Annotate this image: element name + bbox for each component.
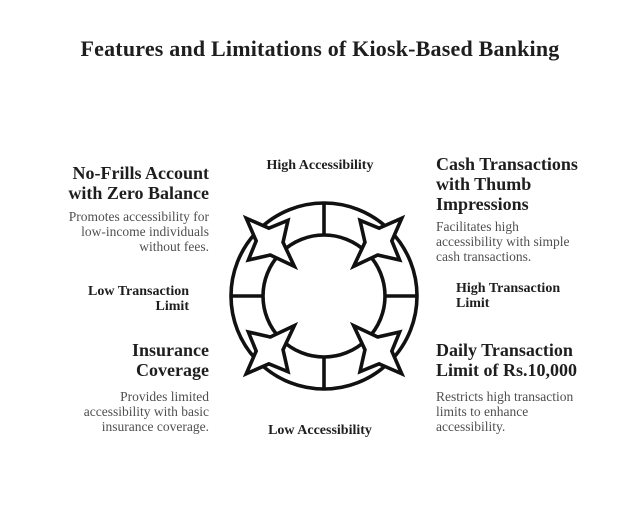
heading-line: Limit of Rs.10,000: [436, 360, 577, 380]
description-line: accessibility with basic: [83, 404, 209, 419]
feature-cash-transactions-heading: Cash Transactions with Thumb Impressions: [436, 154, 640, 214]
page-title: Features and Limitations of Kiosk-Based …: [80, 36, 560, 61]
description-line: cash transactions.: [436, 249, 532, 264]
cycle-diagram-group: [224, 196, 424, 396]
heading-line: Coverage: [136, 360, 209, 380]
axis-label-line: Low Transaction: [88, 284, 189, 299]
feature-no-frills-description: Promotes accessibility for low-income in…: [0, 209, 209, 254]
cycle-diagram: [224, 196, 424, 396]
description-line: limits to enhance: [436, 404, 529, 419]
description-line: Promotes accessibility for: [68, 209, 209, 224]
description-line: Facilitates high: [436, 219, 519, 234]
heading-line: Insurance: [131, 340, 209, 360]
feature-insurance-description: Provides limited accessibility with basi…: [0, 389, 209, 434]
heading-line: with Zero Balance: [68, 183, 209, 203]
high-accessibility-label: High Accessibility: [266, 158, 374, 173]
heading-line: No-Frills Account: [72, 163, 210, 183]
description-line: insurance coverage.: [101, 419, 209, 434]
description-line: Provides limited: [120, 389, 209, 404]
feature-daily-limit-heading: Daily Transaction Limit of Rs.10,000: [436, 340, 640, 380]
high-transaction-limit-label: High Transaction Limit: [456, 281, 640, 311]
low-accessibility-label: Low Accessibility: [268, 423, 372, 438]
axis-label-line: Limit: [456, 295, 490, 311]
description-line: accessibility.: [436, 419, 506, 434]
feature-insurance-heading: Insurance Coverage: [0, 340, 209, 380]
axis-label-line: Limit: [155, 298, 189, 314]
feature-no-frills-heading: No-Frills Account with Zero Balance: [0, 163, 209, 203]
description-line: without fees.: [139, 239, 209, 254]
heading-line: Impressions: [436, 194, 529, 214]
heading-line: Daily Transaction: [436, 340, 573, 360]
axis-label-line: High Transaction: [456, 281, 561, 296]
description-line: Restricts high transaction: [436, 389, 574, 404]
heading-line: Cash Transactions: [436, 154, 578, 174]
feature-daily-limit-description: Restricts high transaction limits to enh…: [436, 389, 640, 434]
feature-cash-transactions-description: Facilitates high accessibility with simp…: [436, 219, 640, 264]
description-line: accessibility with simple: [436, 234, 570, 249]
heading-line: with Thumb: [436, 174, 532, 194]
description-line: low-income individuals: [81, 224, 209, 239]
low-transaction-limit-label: Low Transaction Limit: [0, 284, 189, 314]
